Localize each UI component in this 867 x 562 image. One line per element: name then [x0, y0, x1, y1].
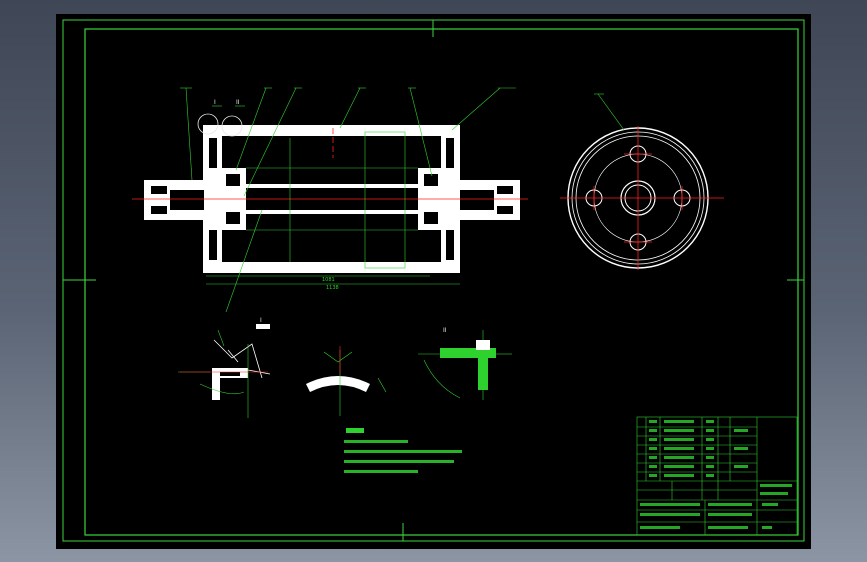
balloon-label-ii: II	[236, 99, 240, 106]
detail-view-arc	[306, 346, 387, 416]
centerlines	[132, 128, 528, 200]
shaft	[246, 184, 418, 214]
roller-section-view: I II 1081 1138	[132, 87, 528, 313]
inner-border	[84, 28, 799, 536]
dimension-1081: 1081	[322, 277, 335, 283]
title-block-text	[640, 420, 792, 529]
centering-marks	[63, 20, 804, 541]
leader-lines	[180, 87, 516, 313]
detail-balloon-1	[197, 113, 219, 135]
balloon-label-i: I	[214, 99, 216, 106]
end-view-disk	[560, 93, 724, 270]
inner-outlines	[206, 131, 460, 285]
detail-i-label: I	[260, 317, 262, 324]
technical-notes	[344, 428, 462, 473]
detail-ii-label: II	[443, 327, 447, 334]
detail-view-i: I	[178, 317, 271, 418]
title-block	[636, 416, 798, 536]
detail-view-ii: II	[418, 327, 512, 400]
drawing-sheet	[56, 14, 811, 549]
detail-balloon-2	[221, 115, 243, 137]
dimension-1138: 1138	[326, 285, 339, 291]
